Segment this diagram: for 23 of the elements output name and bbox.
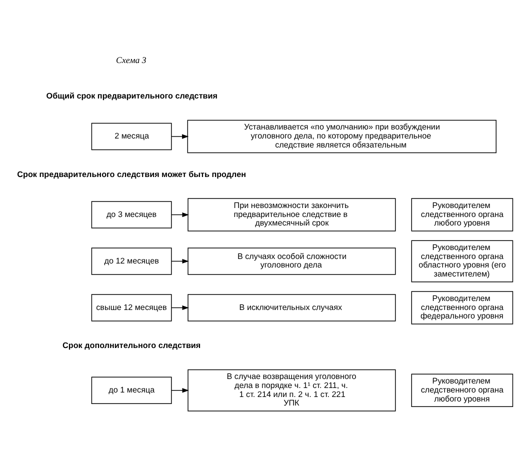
label: Общий срок предварительного следствия [46, 92, 218, 101]
node-box: При невозможности закончить предварительное следствие в двухмесячный срок [188, 198, 396, 232]
node-box: В исключительных случаях [188, 294, 396, 322]
node-box: до 1 месяца [91, 376, 172, 404]
node-box: до 12 месяцев [91, 248, 172, 275]
node-box: В случае возвращения уголовного дела в порядке ч. 1¹ ст. 211, ч. 1 ст. 214 или п. 2 ч. 1 ст. 221 УПК [188, 369, 396, 412]
node-box: Руководителем следственного органа любого уровня [411, 374, 514, 407]
label: Схема 3 [116, 54, 146, 65]
arrow [171, 305, 189, 310]
node-box: 2 месяца [91, 122, 172, 150]
node-box: Устанавливается «по умолчанию» при возбуждении уголовного дела, по которому предварительное следствие является обязательным [187, 120, 496, 154]
node-box: Руководителем следственного органа федерального уровня [411, 291, 514, 324]
node-box: Руководителем следственного органа областного уровня (его заместителем) [411, 240, 514, 282]
arrow [171, 134, 189, 139]
arrow [171, 212, 189, 218]
node-box: свыше 12 месяцев [91, 294, 172, 322]
node-box: Руководителем следственного органа любого уровня [411, 198, 514, 232]
arrow [171, 388, 189, 393]
arrow [171, 258, 189, 264]
node-box: до 3 месяцев [91, 201, 172, 228]
node-box: В случаях особой сложности уголовного дела [188, 248, 396, 275]
label: Срок предварительного следствия может быть продлен [17, 170, 246, 179]
label: Срок дополнительного следствия [62, 341, 201, 350]
